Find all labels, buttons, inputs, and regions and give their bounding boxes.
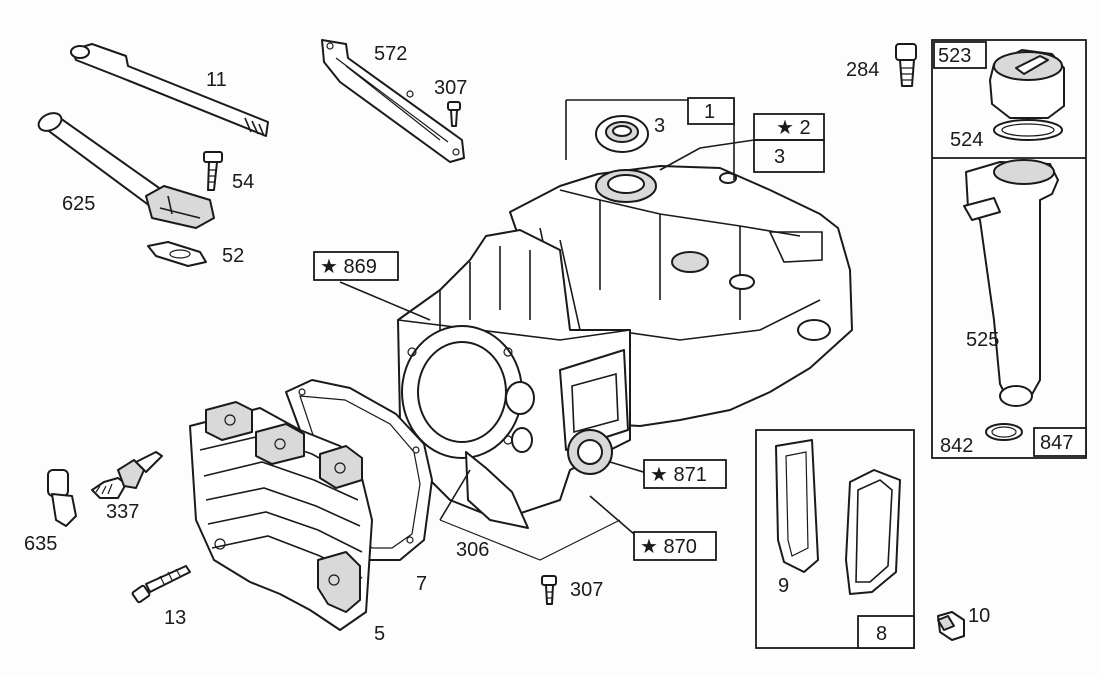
label-525: 525 [966,329,999,351]
part-11-tube [70,43,269,137]
group-box-breather [755,429,915,649]
label-11: 11 [206,69,227,91]
boxed-label-2: ★ 2 [753,113,825,141]
part-9-gasket [775,439,819,573]
label-52: 52 [222,245,244,267]
part-525-fill-tube [963,159,1059,407]
label-847: 847 [1040,432,1073,454]
label-10: 10 [968,605,990,627]
part-13-bolt [131,565,191,604]
boxed-label-847: 847 [1033,427,1087,457]
label-869: ★ 869 [320,256,377,278]
group-box-fill-tube [931,39,1087,459]
part-cylinder-block [397,229,631,521]
part-307-screw-top [447,101,461,127]
part-337-spark-plug [91,451,163,499]
part-5-cylinder-head [189,401,373,631]
boxed-label-871: ★ 871 [643,459,727,489]
label-572: 572 [374,43,407,65]
part-306-gasket [439,451,621,561]
boxed-label-1: 1 [687,97,735,125]
label-13: 13 [164,607,186,629]
label-1: 1 [704,101,715,123]
label-524: 524 [950,129,983,151]
label-5: 5 [374,623,385,645]
label-3a: 3 [654,115,665,137]
boxed-label-8: 8 [857,615,915,649]
label-284: 284 [846,59,879,81]
part-625-breather-tube [37,112,215,229]
label-337: 337 [106,501,139,523]
label-306: 306 [456,539,489,561]
part-3-seal [595,115,649,153]
label-625: 625 [62,193,95,215]
label-871: ★ 871 [650,464,707,486]
label-307-top: 307 [434,77,467,99]
label-307-bottom: 307 [570,579,603,601]
part-52-gasket [147,241,207,267]
part-8-cover [845,469,901,595]
label-3b: 3 [774,146,785,168]
boxed-label-870: ★ 870 [633,531,717,561]
boxed-label-523: 523 [933,41,987,69]
part-523-cap [989,49,1065,119]
label-870: ★ 870 [640,536,697,558]
callout-labels: 11 625 54 52 572 307 3 3 284 524 525 842… [24,43,999,645]
label-635: 635 [24,533,57,555]
box-label-3b [753,139,825,173]
label-2: ★ 2 [776,117,811,139]
label-7: 7 [416,573,427,595]
part-10-screw [937,611,965,641]
label-9: 9 [778,575,789,597]
part-524-oring [993,119,1063,141]
label-523: 523 [938,45,971,67]
part-284-screw [895,43,917,87]
label-54: 54 [232,171,254,193]
part-54-bolt [203,151,223,191]
part-307-screw-bottom [541,575,557,605]
part-635-boot [47,469,77,527]
part-842-oring [985,423,1023,441]
label-8: 8 [876,623,887,645]
part-572-gasket [321,39,465,163]
label-842: 842 [940,435,973,457]
boxed-label-869: ★ 869 [313,251,399,281]
